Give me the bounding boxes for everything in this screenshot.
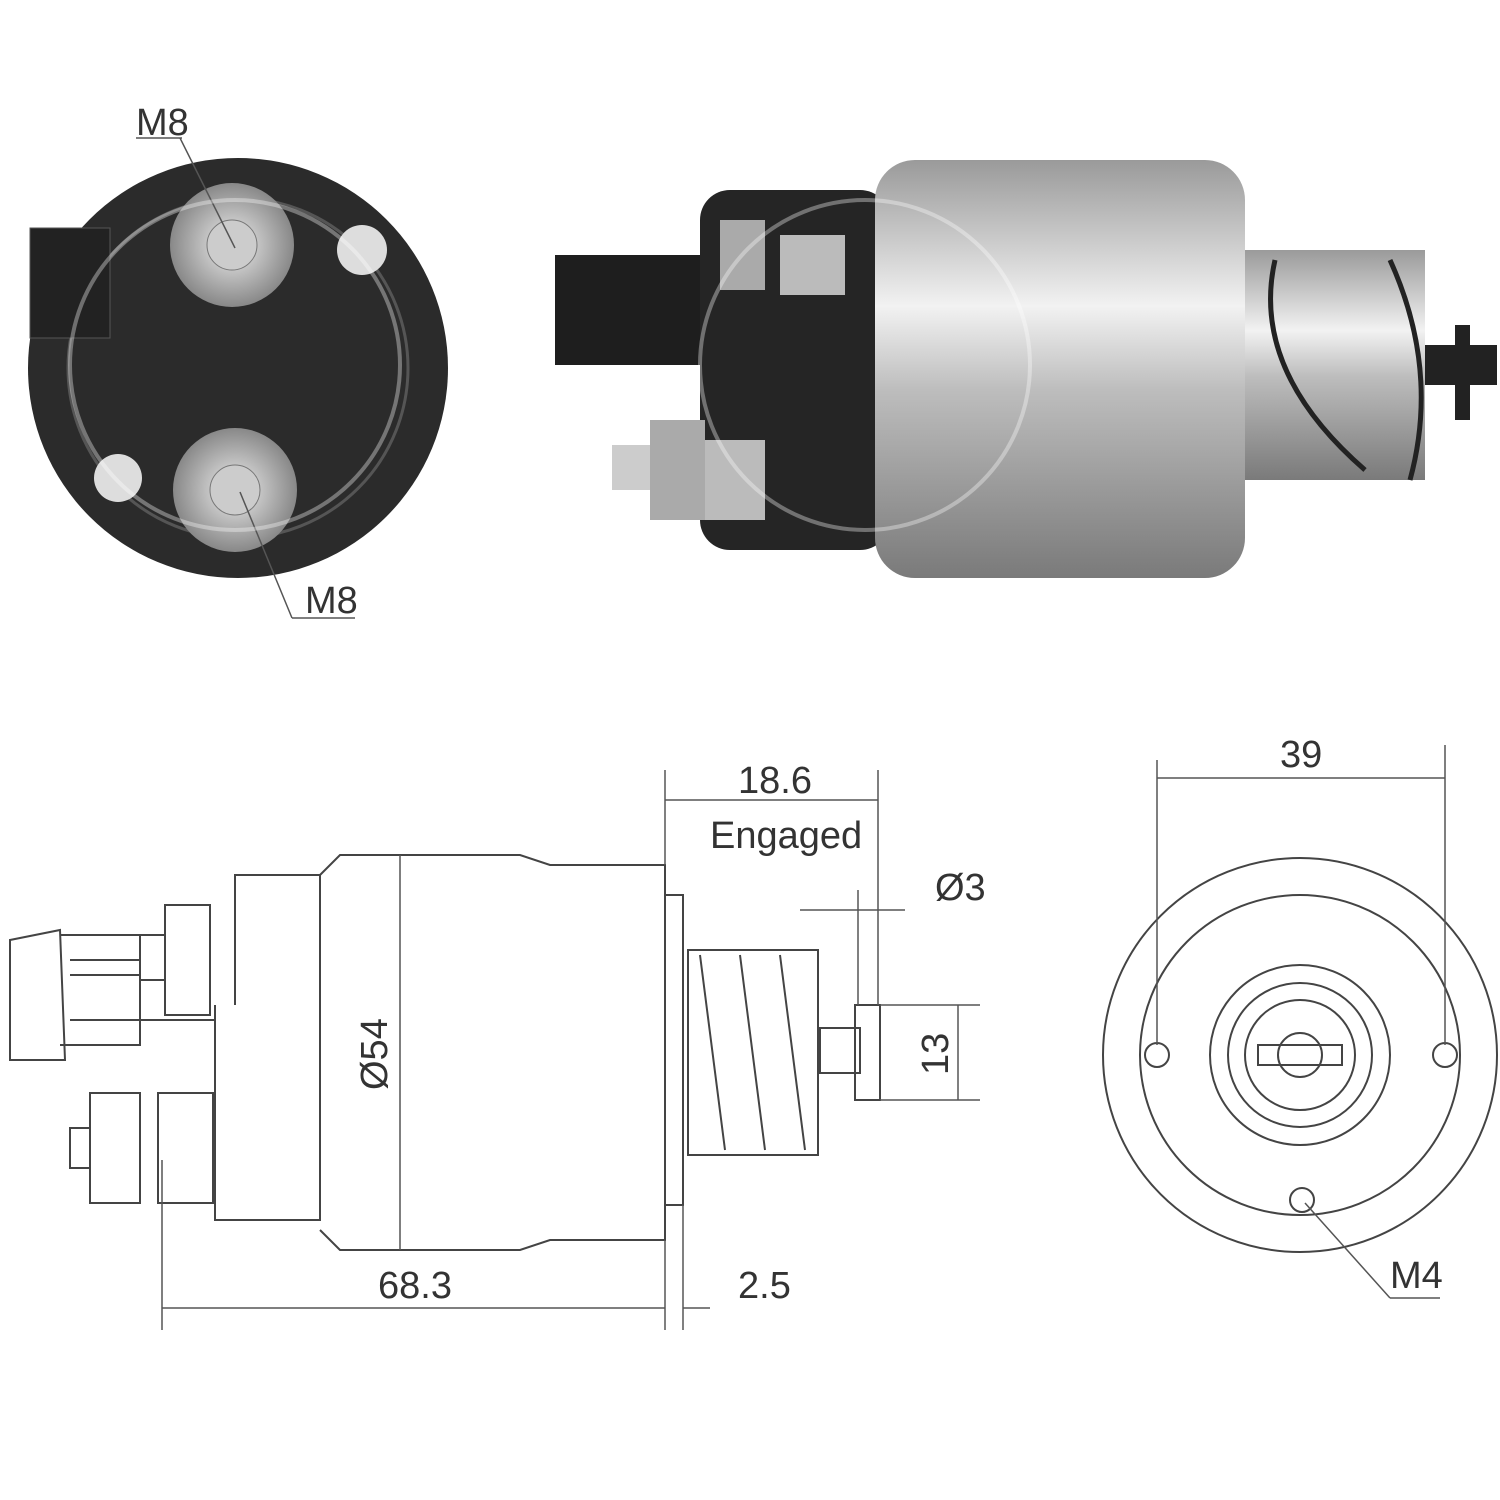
dim-hole-spacing-39: 39 xyxy=(1280,734,1322,776)
dim-length-68-3: 68.3 xyxy=(378,1265,452,1307)
silver-housing xyxy=(875,160,1245,578)
dim-diameter-54: Ø54 xyxy=(354,1018,396,1090)
dim-flange-2-5: 2.5 xyxy=(738,1265,791,1307)
stroke-note-engaged: Engaged xyxy=(710,815,862,857)
side-technical-drawing: Ø54 68.3 2.5 18.6 Engaged Ø3 13 xyxy=(9,760,986,1330)
dim-pin-diameter-3: Ø3 xyxy=(935,867,986,909)
end-technical-drawing: 39 M4 xyxy=(1102,734,1498,1299)
label-m8-bottom: M8 xyxy=(305,580,358,622)
label-m4-thread: M4 xyxy=(1390,1255,1443,1297)
dim-stroke-18-6: 18.6 xyxy=(738,760,812,802)
dim-pin-length-13: 13 xyxy=(915,1033,957,1075)
zm-watermark-logo xyxy=(68,198,1032,532)
front-view-photo: M8 M8 xyxy=(28,102,448,622)
side-view-photo xyxy=(555,160,1497,578)
label-m8-top: M8 xyxy=(136,102,189,144)
spring xyxy=(1268,258,1424,481)
